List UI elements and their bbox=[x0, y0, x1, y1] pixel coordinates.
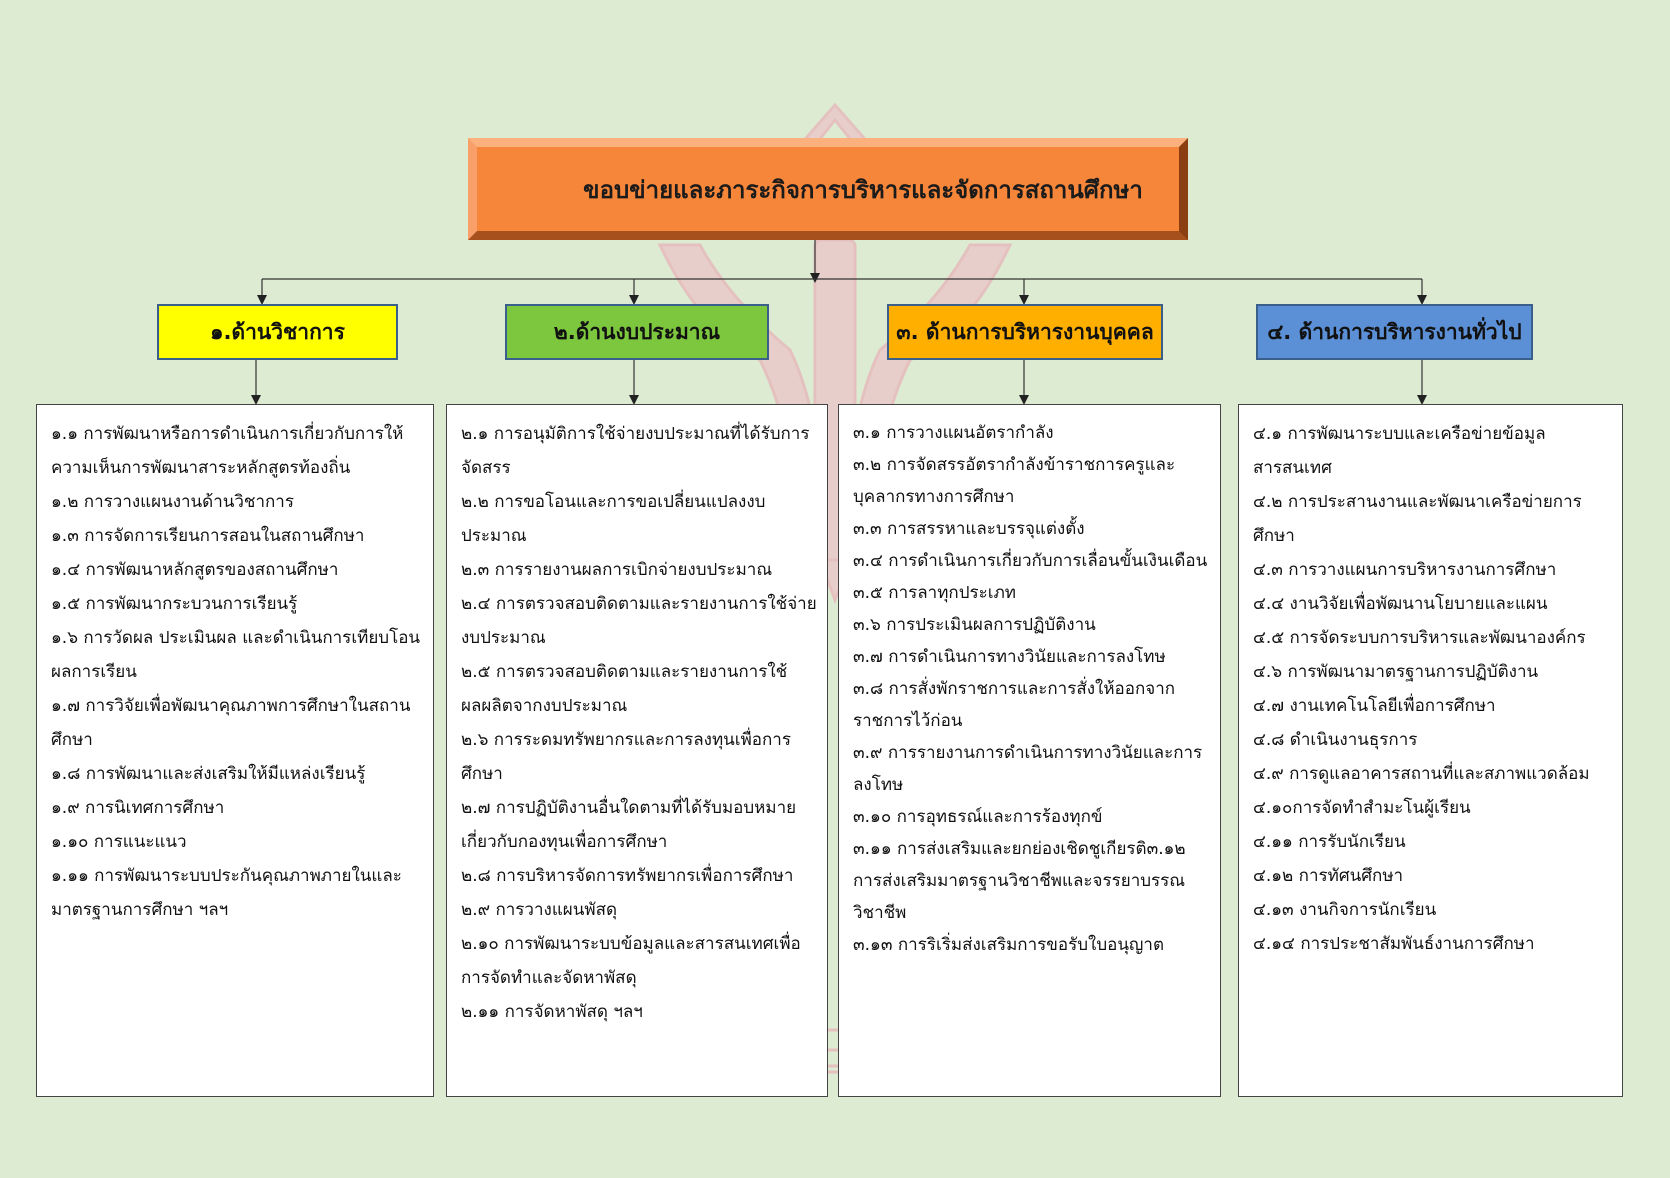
list-item: ๓.๑๓ การริเริ่มส่งเสริมการขอรับใบอนุญาต bbox=[853, 935, 1165, 955]
list-item: ๔.๔ งานวิจัยเพื่อพัฒนานโยบายและแผน bbox=[1253, 594, 1548, 614]
list-item: ๓.๙ การรายงานการดำเนินการทางวินัยและการล… bbox=[853, 743, 1203, 795]
list-item: ๔.๑๒ การทัศนศึกษา bbox=[1253, 866, 1404, 886]
list-item: ๑.๖ การวัดผล ประเมินผล และดำเนินการเทียบ… bbox=[51, 628, 421, 682]
category-academic: ๑.ด้านวิชาการ bbox=[157, 304, 398, 360]
list-item: ๔.๑๔ การประชาสัมพันธ์งานการศึกษา bbox=[1253, 934, 1535, 954]
category-academic-label: ๑.ด้านวิชาการ bbox=[210, 319, 345, 344]
list-item: ๓.๓ การสรรหาและบรรจุแต่งตั้ง bbox=[853, 519, 1085, 539]
list-item: ๓.๒ การจัดสรรอัตรากำลังข้าราชการครูและบุ… bbox=[853, 455, 1176, 507]
panel-budget: ๒.๑ การอนุมัติการใช้จ่ายงบประมาณที่ได้รั… bbox=[446, 404, 828, 1097]
list-item: ๔.๑๓ งานกิจการนักเรียน bbox=[1253, 900, 1437, 920]
list-item: ๑.๘ การพัฒนาและส่งเสริมให้มีแหล่งเรียนรู… bbox=[51, 764, 366, 784]
list-item: ๔.๑๐การจัดทำสำมะโนผู้เรียน bbox=[1253, 798, 1471, 818]
list-item: ๒.๘ การบริหารจัดการทรัพยากรเพื่อการศึกษา bbox=[461, 866, 794, 886]
diagram-title: ขอบข่ายและภาระกิจการบริหารและจัดการสถานศ… bbox=[583, 175, 1143, 204]
list-item: ๑.๗ การวิจัยเพื่อพัฒนาคุณภาพการศึกษาในสถ… bbox=[51, 696, 411, 750]
list-item: ๑.๓ การจัดการเรียนการสอนในสถานศึกษา bbox=[51, 526, 365, 546]
list-item: ๑.๒ การวางแผนงานด้านวิชาการ bbox=[51, 492, 294, 512]
list-item: ๔.๘ ดำเนินงานธุรการ bbox=[1253, 730, 1418, 750]
category-general-label: ๔. ด้านการบริหารงานทั่วไป bbox=[1267, 319, 1522, 344]
list-item: ๓.๗ การดำเนินการทางวินัยและการลงโทษ bbox=[853, 647, 1166, 667]
list-item: ๒.๕ การตรวจสอบติดตามและรายงานการใช้ผลผลิ… bbox=[461, 662, 788, 716]
panel-general: ๔.๑ การพัฒนาระบบและเครือข่ายข้อมูลสารสนเ… bbox=[1238, 404, 1623, 1097]
list-item: ๔.๖ การพัฒนามาตรฐานการปฏิบัติงาน bbox=[1253, 662, 1539, 682]
list-item: ๔.๓ การวางแผนการบริหารงานการศึกษา bbox=[1253, 560, 1557, 580]
list-item: ๒.๙ การวางแผนพัสดุ bbox=[461, 900, 617, 920]
list-item: ๑.๙ การนิเทศการศึกษา bbox=[51, 798, 225, 818]
list-item: ๑.๑๑ การพัฒนาระบบประกันคุณภาพภายในและมาต… bbox=[51, 866, 402, 920]
list-item: ๓.๑๐ การอุทธรณ์และการร้องทุกข์ bbox=[853, 807, 1103, 827]
list-item: ๑.๔ การพัฒนาหลักสูตรของสถานศึกษา bbox=[51, 560, 339, 580]
category-personnel: ๓. ด้านการบริหารงานบุคคล bbox=[887, 304, 1163, 360]
list-item: ๒.๓ การรายงานผลการเบิกจ่ายงบประมาณ bbox=[461, 560, 773, 580]
diagram-title-box: ขอบข่ายและภาระกิจการบริหารและจัดการสถานศ… bbox=[468, 138, 1188, 240]
category-personnel-label: ๓. ด้านการบริหารงานบุคคล bbox=[896, 319, 1154, 344]
list-item: ๔.๒ การประสานงานและพัฒนาเครือข่ายการศึกษ… bbox=[1253, 492, 1582, 546]
list-item: ๓.๑๑ การส่งเสริมและยกย่องเชิดชูเกียรติ๓.… bbox=[853, 839, 1186, 923]
list-item: ๒.๒ การขอโอนและการขอเปลี่ยนแปลงงบประมาณ bbox=[461, 492, 766, 546]
list-item: ๔.๙ การดูแลอาคารสถานที่และสภาพแวดล้อม bbox=[1253, 764, 1590, 784]
list-item: ๒.๗ การปฏิบัติงานอื่นใดตามที่ได้รับมอบหม… bbox=[461, 798, 797, 852]
list-item: ๑.๑ การพัฒนาหรือการดำเนินการเกี่ยวกับการ… bbox=[51, 424, 404, 478]
list-item: ๑.๕ การพัฒนากระบวนการเรียนรู้ bbox=[51, 594, 298, 614]
panel-academic: ๑.๑ การพัฒนาหรือการดำเนินการเกี่ยวกับการ… bbox=[36, 404, 434, 1097]
category-budget: ๒.ด้านงบประมาณ bbox=[505, 304, 769, 360]
list-item: ๔.๑๑ การรับนักเรียน bbox=[1253, 832, 1406, 852]
list-item: ๒.๑๑ การจัดหาพัสดุ ฯลฯ bbox=[461, 1002, 643, 1022]
panel-personnel: ๓.๑ การวางแผนอัตรากำลัง ๓.๒ การจัดสรรอัต… bbox=[838, 404, 1221, 1097]
list-item: ๓.๑ การวางแผนอัตรากำลัง bbox=[853, 423, 1054, 443]
list-item: ๓.๔ การดำเนินการเกี่ยวกับการเลื่อนขั้นเง… bbox=[853, 551, 1208, 571]
list-item: ๒.๔ การตรวจสอบติดตามและรายงานการใช้จ่ายง… bbox=[461, 594, 817, 648]
list-item: ๑.๑๐ การแนะแนว bbox=[51, 832, 187, 852]
list-item: ๔.๕ การจัดระบบการบริหารและพัฒนาองค์กร bbox=[1253, 628, 1586, 648]
list-item: ๓.๖ การประเมินผลการปฏิบัติงาน bbox=[853, 615, 1096, 635]
list-item: ๔.๗ งานเทคโนโลยีเพื่อการศึกษา bbox=[1253, 696, 1496, 716]
list-item: ๒.๑ การอนุมัติการใช้จ่ายงบประมาณที่ได้รั… bbox=[461, 424, 810, 478]
category-budget-label: ๒.ด้านงบประมาณ bbox=[553, 319, 721, 344]
list-item: ๓.๕ การลาทุกประเภท bbox=[853, 583, 1017, 603]
category-general: ๔. ด้านการบริหารงานทั่วไป bbox=[1256, 304, 1533, 360]
list-item: ๒.๑๐ การพัฒนาระบบข้อมูลและสารสนเทศเพื่อก… bbox=[461, 934, 801, 988]
list-item: ๒.๖ การระดมทรัพยากรและการลงทุนเพื่อการศึ… bbox=[461, 730, 791, 784]
list-item: ๔.๑ การพัฒนาระบบและเครือข่ายข้อมูลสารสนเ… bbox=[1253, 424, 1546, 478]
list-item: ๓.๘ การสั่งพักราชการและการสั่งให้ออกจากร… bbox=[853, 679, 1176, 731]
